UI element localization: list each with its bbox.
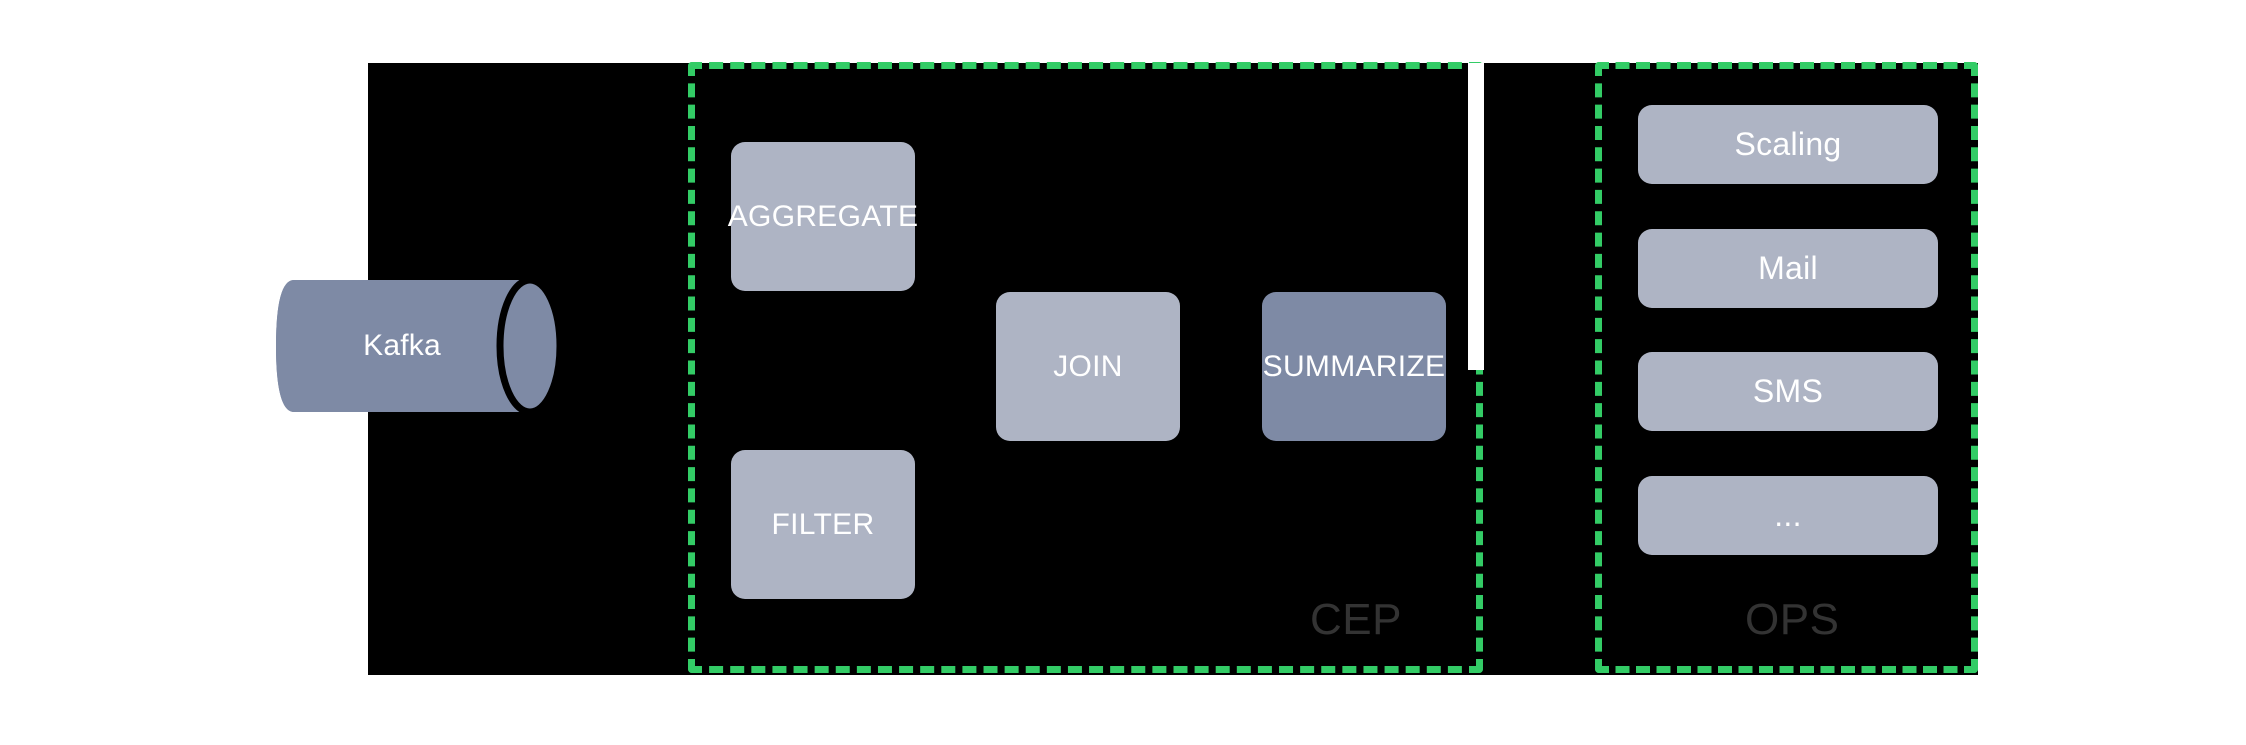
node-sms[interactable]: SMS <box>1638 352 1938 431</box>
node-join[interactable]: JOIN <box>996 292 1180 441</box>
group-label-ops: OPS <box>1745 595 1840 644</box>
node-mail[interactable]: Mail <box>1638 229 1938 308</box>
node-aggregate[interactable]: AGGREGATE <box>728 142 918 291</box>
group-separator-notch <box>1468 63 1484 370</box>
node-more[interactable]: ... <box>1638 476 1938 555</box>
node-scaling[interactable]: Scaling <box>1638 105 1938 184</box>
node-filter[interactable]: FILTER <box>731 450 915 599</box>
group-box-ops[interactable] <box>1595 62 1978 673</box>
node-summarize[interactable]: SUMMARIZE <box>1262 292 1446 441</box>
group-label-cep: CEP <box>1310 595 1402 644</box>
cylinder-icon <box>276 276 564 416</box>
node-kafka[interactable]: Kafka <box>272 262 584 430</box>
